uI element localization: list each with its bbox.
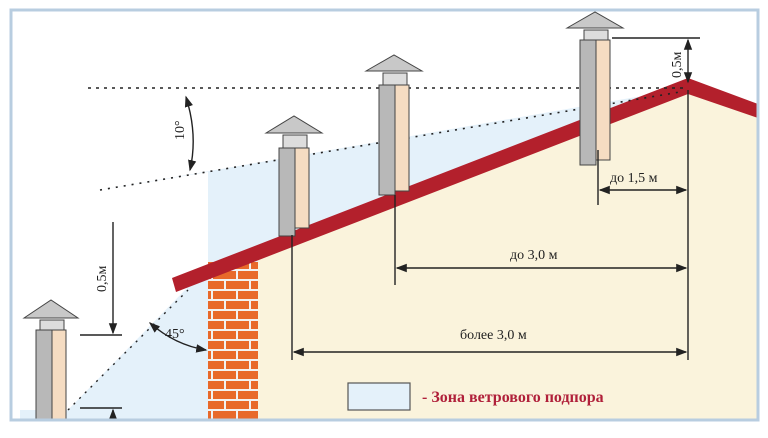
label-angle-10: 10° [173,120,188,140]
label-angle-45: 45° [165,327,185,342]
label-left-height: 0,5м [95,266,110,293]
label-up-to-3-0: до 3,0 м [510,248,558,263]
chimney-4 [565,11,625,166]
legend-swatch [347,382,411,411]
label-chimney-above-ridge: 0,5м [670,52,685,79]
dimension-lines [80,37,700,420]
frame-border [9,8,760,422]
clear-area [20,172,208,410]
chimney-3 [364,54,424,196]
house-wall [258,88,758,420]
label-more-than-3-0: более 3,0 м [460,328,527,343]
label-up-to-1-5: до 1,5 м [610,171,658,186]
chimney-far-left [22,299,80,421]
chimney-2 [264,115,324,237]
legend-text: - Зона ветрового подпора [422,389,604,406]
roof [172,78,758,292]
brick-wall [208,262,258,420]
